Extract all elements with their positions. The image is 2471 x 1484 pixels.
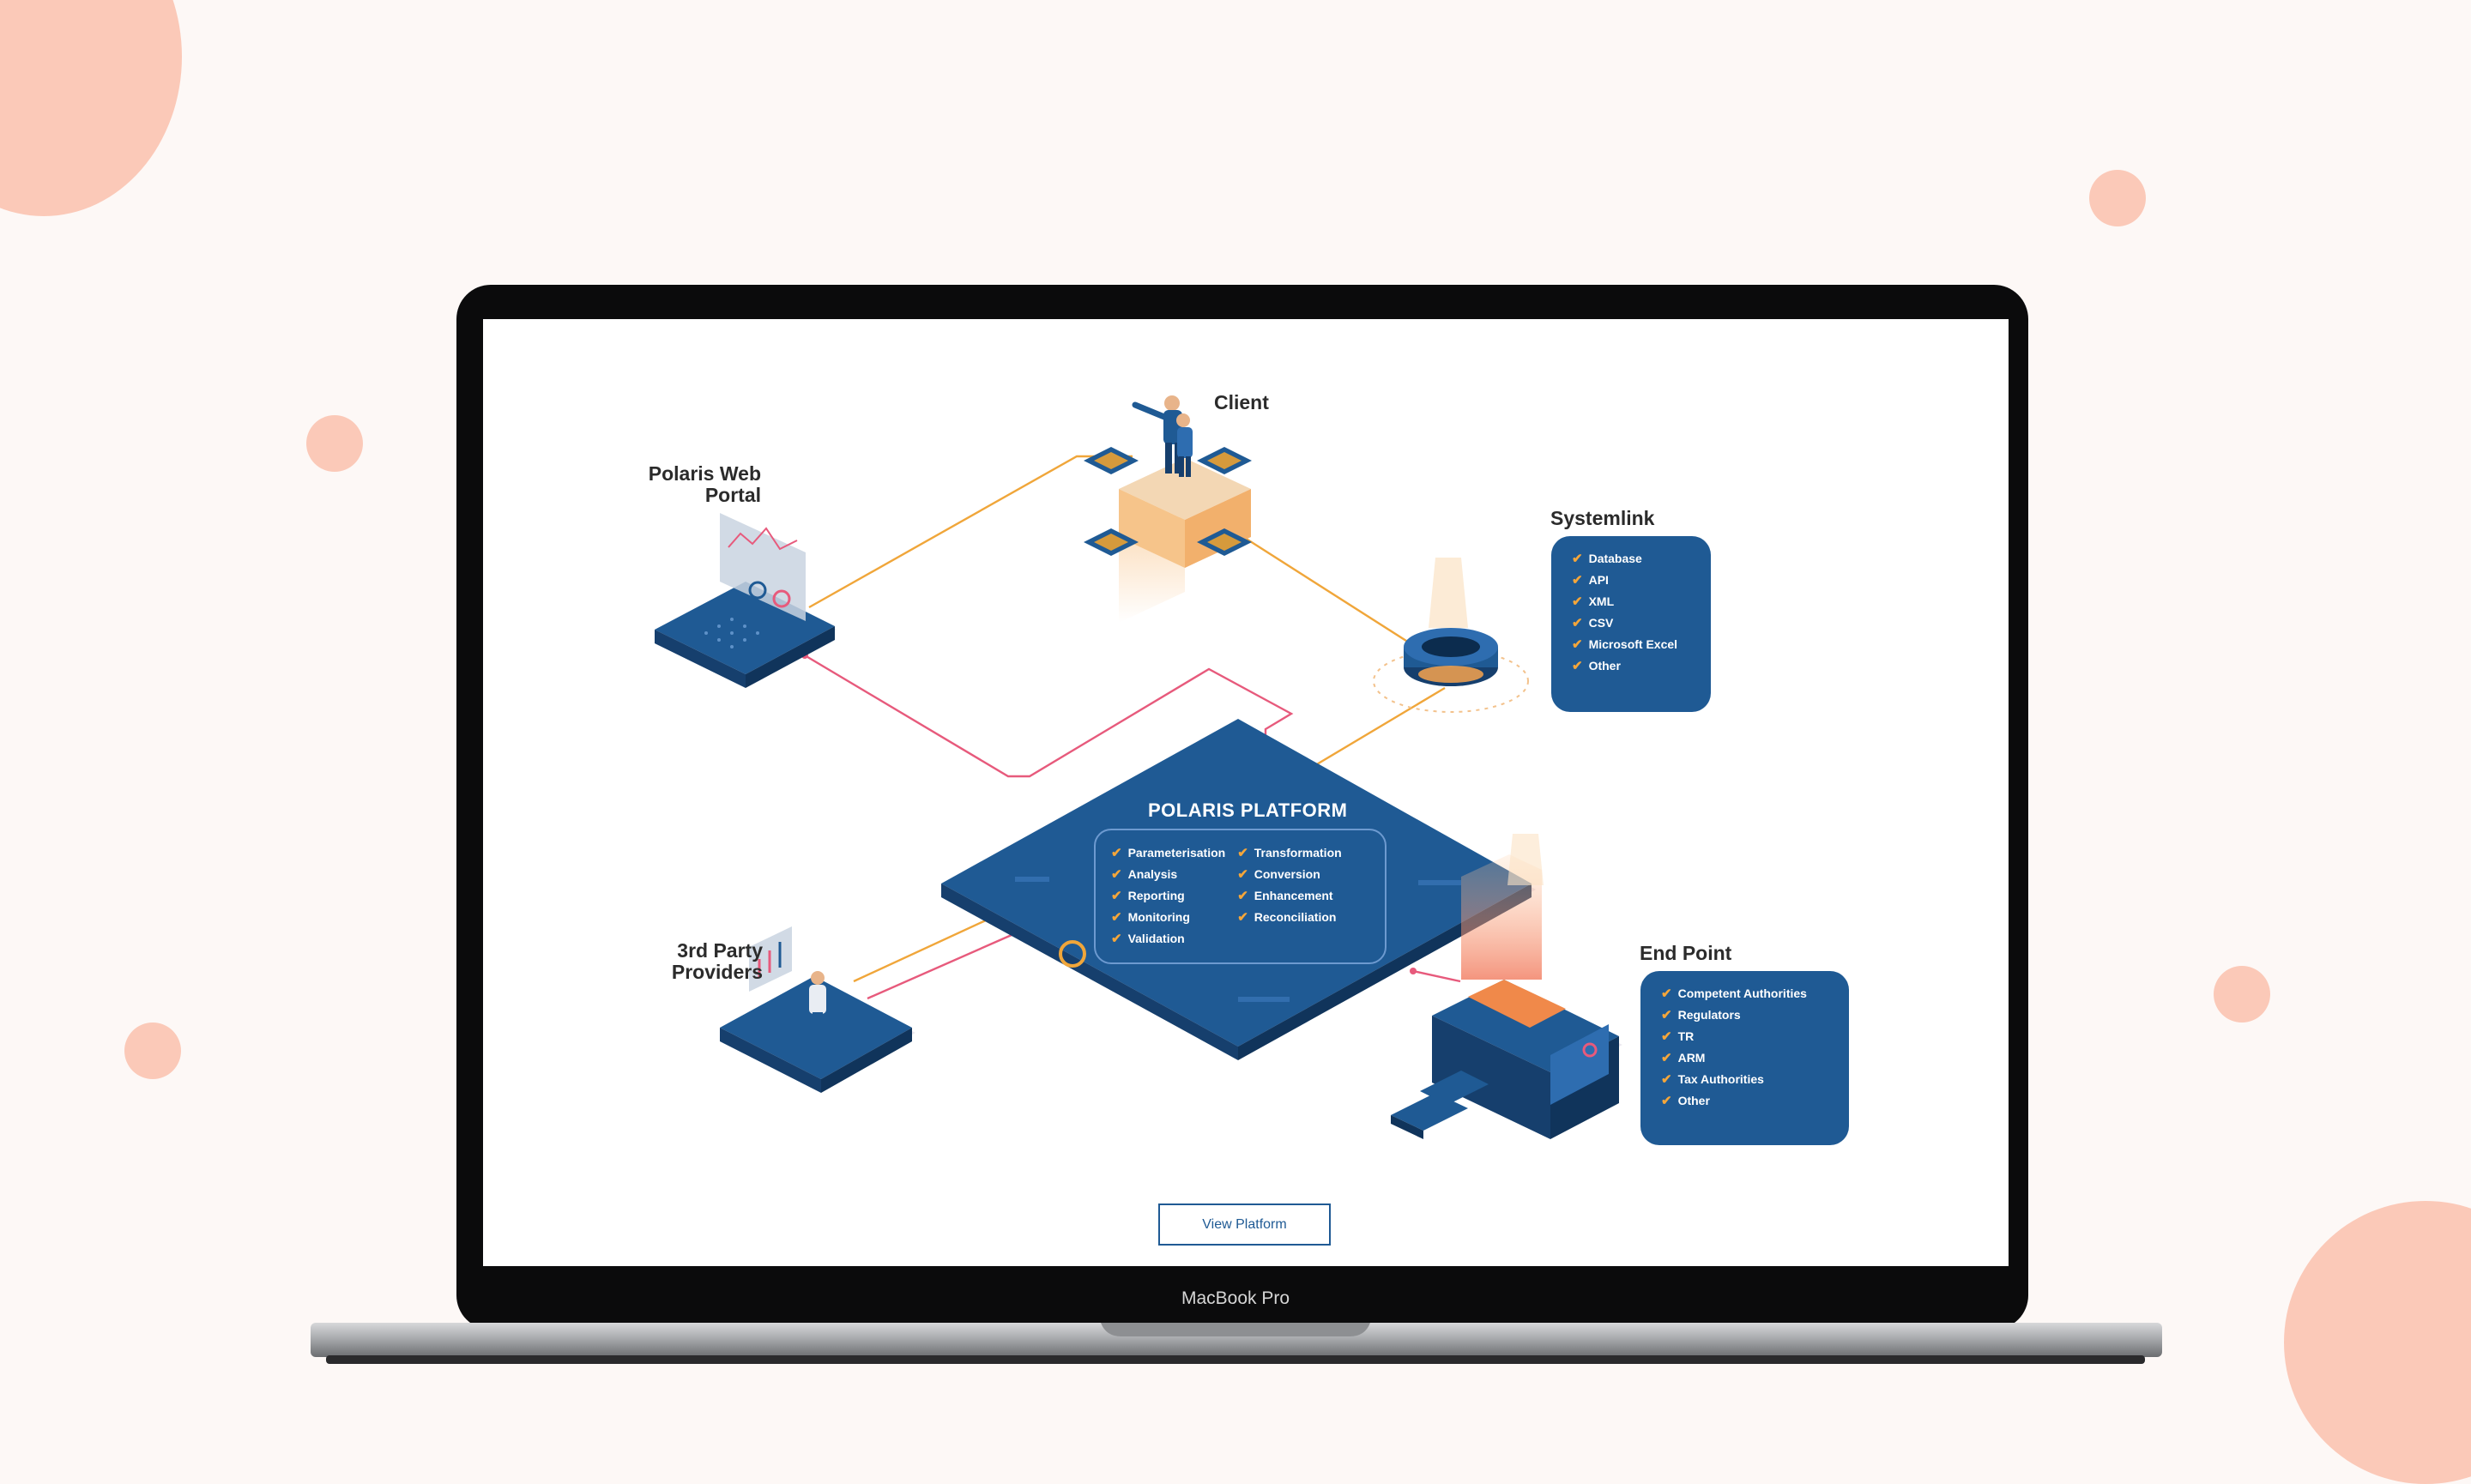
endpoint-illustration [1391, 834, 1622, 1139]
web-portal-label-line1: Polaris Web [648, 462, 761, 485]
systemlink-box: ✔Database ✔API ✔XML ✔CSV ✔Microsoft Exce… [1551, 536, 1711, 712]
line-platform-to-endpoint-1 [1412, 969, 1461, 983]
checkmark-icon: ✔ [1661, 1094, 1672, 1108]
client-person [1132, 395, 1193, 477]
list-item: ✔Monitoring [1111, 910, 1190, 925]
third-party-illustration [720, 926, 915, 1093]
platform-illustration [941, 719, 1536, 1060]
list-item: ✔Parameterisation [1111, 846, 1226, 860]
list-item: ✔Enhancement [1237, 889, 1333, 903]
chip [1084, 528, 1139, 556]
platform-features-col2: ✔Transformation ✔Conversion ✔Enhancement… [1237, 842, 1341, 950]
list-item: ✔Other [1572, 659, 1621, 673]
platform-features: ✔Parameterisation ✔Analysis ✔Reporting ✔… [1111, 842, 1369, 950]
decor-circle [2089, 170, 2146, 226]
line-thirdparty-to-platform-2 [867, 933, 1019, 1000]
diagram-graphics [655, 395, 1622, 1139]
chip [1084, 447, 1139, 474]
endpoint-list: ✔Competent Authorities ✔Regulators ✔TR ✔… [1661, 983, 1828, 1112]
checkmark-icon: ✔ [1111, 867, 1122, 882]
endpoint-label: End Point [1640, 942, 1732, 964]
line-client-to-systemlink [1237, 532, 1438, 662]
checkmark-icon: ✔ [1572, 659, 1583, 673]
list-item: ✔Microsoft Excel [1572, 637, 1678, 652]
chip [1197, 528, 1252, 556]
checkmark-icon: ✔ [1237, 846, 1248, 860]
checkmark-icon: ✔ [1237, 889, 1248, 903]
checkmark-icon: ✔ [1661, 986, 1672, 1001]
list-item: ✔CSV [1572, 616, 1614, 630]
laptop-base [311, 1323, 2162, 1357]
platform-features-col1: ✔Parameterisation ✔Analysis ✔Reporting ✔… [1111, 842, 1225, 950]
checkmark-icon: ✔ [1111, 889, 1122, 903]
list-item: ✔Competent Authorities [1661, 986, 1807, 1001]
decor-circle [124, 1023, 181, 1079]
list-item: ✔Regulators [1661, 1008, 1741, 1023]
decor-circle [306, 415, 363, 472]
checkmark-icon: ✔ [1661, 1029, 1672, 1044]
decor-circle [2214, 966, 2270, 1023]
web-portal-illustration [655, 513, 837, 688]
chip [1197, 447, 1252, 474]
laptop-brand-label: MacBook Pro [1181, 1288, 1290, 1308]
laptop-screen: Client Polaris Web Portal 3rd Party Prov… [483, 319, 2009, 1266]
checkmark-icon: ✔ [1661, 1072, 1672, 1087]
list-item: ✔Transformation [1237, 846, 1342, 860]
systemlink-list: ✔Database ✔API ✔XML ✔CSV ✔Microsoft Exce… [1572, 548, 1690, 677]
list-item: ✔API [1572, 573, 1609, 588]
checkmark-icon: ✔ [1237, 910, 1248, 925]
laptop-notch [1101, 1323, 1370, 1336]
list-item: ✔Validation [1111, 932, 1185, 946]
line-portal-to-client [808, 455, 1133, 609]
list-item: ✔Database [1572, 552, 1642, 566]
list-item: ✔Other [1661, 1094, 1710, 1108]
list-item: ✔XML [1572, 594, 1615, 609]
checkmark-icon: ✔ [1572, 637, 1583, 652]
checkmark-icon: ✔ [1661, 1051, 1672, 1065]
third-party-label-line2: Providers [671, 961, 763, 983]
list-item: ✔Reporting [1111, 889, 1185, 903]
list-item: ✔Conversion [1237, 867, 1320, 882]
endpoint-box: ✔Competent Authorities ✔Regulators ✔TR ✔… [1640, 971, 1849, 1145]
list-item: ✔TR [1661, 1029, 1695, 1044]
checkmark-icon: ✔ [1111, 932, 1122, 946]
checkmark-icon: ✔ [1111, 910, 1122, 925]
checkmark-icon: ✔ [1572, 552, 1583, 566]
list-item: ✔Tax Authorities [1661, 1072, 1764, 1087]
platform-features-box: ✔Parameterisation ✔Analysis ✔Reporting ✔… [1094, 829, 1387, 964]
checkmark-icon: ✔ [1237, 867, 1248, 882]
view-platform-button[interactable]: View Platform [1158, 1203, 1331, 1246]
list-item: ✔Analysis [1111, 867, 1178, 882]
connector-node [1410, 968, 1417, 974]
list-item: ✔Reconciliation [1237, 910, 1337, 925]
systemlink-label: Systemlink [1550, 507, 1655, 529]
checkmark-icon: ✔ [1661, 1008, 1672, 1023]
checkmark-icon: ✔ [1572, 594, 1583, 609]
checkmark-icon: ✔ [1572, 616, 1583, 630]
list-item: ✔ARM [1661, 1051, 1706, 1065]
laptop-base-shadow [326, 1355, 2145, 1364]
client-label: Client [1214, 391, 1269, 413]
web-portal-label-line2: Portal [704, 484, 761, 506]
third-party-label-line1: 3rd Party [677, 939, 763, 962]
client-illustration [1084, 395, 1252, 623]
platform-title: POLARIS PLATFORM [1148, 799, 1348, 821]
line-portal-to-platform [804, 654, 1294, 778]
systemlink-illustration [1373, 558, 1529, 713]
third-party-label: 3rd Party Providers [629, 940, 763, 983]
checkmark-icon: ✔ [1111, 846, 1122, 860]
web-portal-label: Polaris Web Portal [629, 463, 761, 506]
checkmark-icon: ✔ [1572, 573, 1583, 588]
